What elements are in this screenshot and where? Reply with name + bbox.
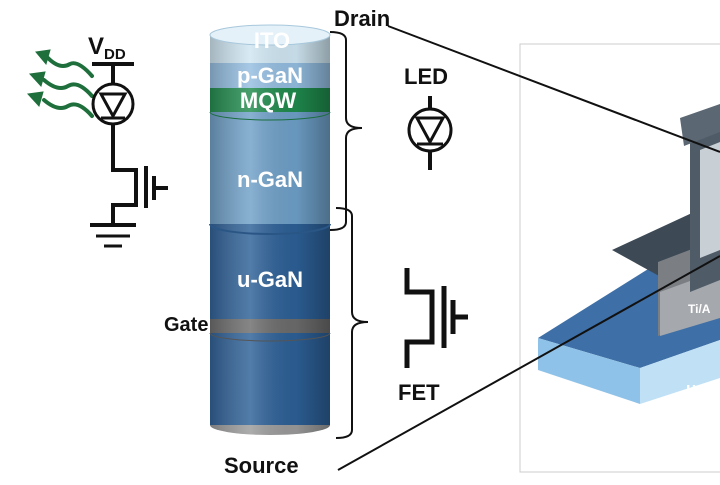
layer-label-ito: ITO — [254, 28, 290, 53]
emission-arrows — [26, 49, 94, 118]
emission-arrowhead-1 — [35, 49, 51, 66]
source-label: Source — [224, 453, 299, 478]
gate-label: Gate — [164, 314, 208, 336]
brackets — [329, 31, 369, 439]
led-bracket — [329, 31, 363, 231]
led-diode-left — [98, 92, 128, 120]
n-gan-curve — [209, 223, 331, 235]
vdd-label: VDD — [88, 33, 126, 63]
inset-column-face — [700, 142, 720, 258]
layer-label-p-gan: p-GaN — [237, 63, 303, 88]
drain-label: Drain — [334, 6, 390, 31]
circuit-schematic — [90, 62, 168, 248]
fet-label: FET — [398, 380, 440, 405]
fet-symbol — [404, 268, 468, 368]
emission-arrowhead-2 — [28, 71, 46, 87]
inset-metal-label: Ti/A — [688, 302, 711, 316]
fet-bracket — [335, 207, 369, 439]
led-symbol-diode — [414, 116, 446, 146]
mqw-curve — [209, 111, 331, 121]
inset-substrate-label: u-G — [686, 379, 715, 398]
led-label: LED — [404, 64, 448, 89]
emission-arrow-3 — [42, 98, 94, 118]
layer-label-mqw: MQW — [240, 88, 296, 113]
layer-label-u-gan: u-GaN — [237, 267, 303, 292]
inset-panel: Ti/A u-G — [519, 43, 720, 473]
vdd-subscript: DD — [104, 46, 126, 63]
emission-arrow-2 — [42, 78, 94, 98]
inset-substrate-front — [538, 338, 640, 404]
fet-left — [111, 150, 138, 225]
inset-substrate-side — [640, 340, 720, 404]
emission-arrow-1 — [46, 56, 94, 78]
emission-arrowhead-3 — [26, 91, 44, 107]
leader-line-source — [337, 255, 720, 471]
gate-curve — [209, 332, 331, 342]
inset-top-block — [680, 104, 720, 146]
layer-label-n-gan: n-GaN — [237, 167, 303, 192]
leader-line-drain — [387, 25, 720, 153]
led-symbol — [407, 96, 453, 170]
fet-symbol-drain-source — [404, 268, 435, 368]
leader-lines — [337, 25, 720, 471]
pillar-top — [209, 24, 331, 46]
inset-metal-face — [660, 270, 720, 336]
